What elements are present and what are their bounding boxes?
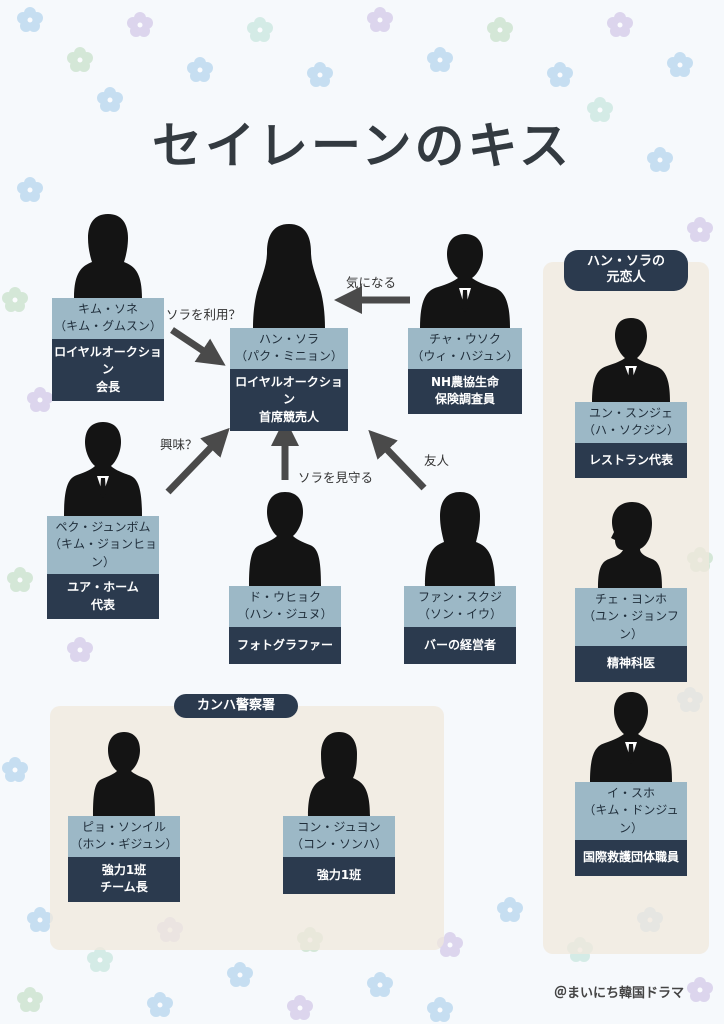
character-role: 国際救護団体職員	[575, 840, 687, 876]
woman-long-hair-silhouette-icon	[253, 224, 325, 328]
character-actor: （コン・ソンハ）	[290, 837, 387, 852]
character-actor: （パク・ミニョン）	[235, 349, 343, 364]
character-kim-sone: キム・ソネ （キム・グムスン） ロイヤルオークション 会長	[52, 212, 164, 401]
character-role: ロイヤルオークション 会長	[52, 338, 164, 401]
relation-label-fan-to-han: 友人	[424, 453, 450, 468]
character-role: 強力1班 チーム長	[68, 856, 180, 902]
character-actor: （ハ・ソクジン）	[582, 423, 679, 438]
character-pyo: ピョ・ソンイル （ホン・ギジュン） 強力1班 チーム長	[68, 730, 180, 902]
relation-label-kim-to-han: ソラを利用？	[166, 307, 242, 322]
character-cha-usok: チャ・ウソク （ウィ・ハジュン） NH農協生命 保険調査員	[408, 230, 522, 414]
character-role: 強力1班	[283, 856, 395, 895]
relation-label-do-to-han: ソラを見守る	[298, 470, 374, 485]
character-role: NH農協生命 保険調査員	[408, 368, 522, 414]
character-actor: （ハン・ジュヌ）	[237, 607, 333, 622]
character-do-uhyok: ド・ウヒョク （ハン・ジュヌ） フォトグラファー	[229, 490, 341, 665]
police-group-label: カンハ警察署	[174, 694, 298, 719]
page-title: セイレーンのキス	[152, 117, 572, 175]
character-role: ロイヤルオークション 首席競売人	[230, 368, 348, 431]
man-suit-silhouette-icon	[592, 318, 670, 402]
character-actor: （キム・グムスン）	[54, 319, 162, 334]
character-han-sora: ハン・ソラ （パク・ミニョン） ロイヤルオークション 首席競売人	[230, 222, 348, 431]
character-che: チェ・ヨンホ （ユン・ジョンフン） 精神科医	[575, 500, 687, 682]
character-fan-sukji: ファン・スクジ （ソン・イウ） バーの経営者	[404, 490, 516, 665]
character-actor: （ユン・ジョンフン）	[583, 609, 679, 641]
character-actor: （ソン・イウ）	[417, 607, 502, 622]
relation-label-baek-to-han: 興味？	[160, 437, 198, 452]
character-name: ハン・ソラ	[258, 332, 319, 346]
character-name: キム・ソネ	[77, 302, 138, 316]
character-lee: イ・スホ （キム・ドンジュン） 国際救護団体職員	[575, 690, 687, 876]
character-role: フォトグラファー	[229, 626, 341, 665]
man-suit-silhouette-icon	[420, 234, 510, 328]
man-profile-silhouette-icon	[598, 502, 662, 588]
character-role: レストラン代表	[575, 442, 687, 479]
character-actor: （ウィ・ハジュン）	[411, 349, 519, 364]
character-yun: ユン・スンジェ （ハ・ソクジン） レストラン代表	[575, 316, 687, 479]
character-baek: ペク・ジュンボム （キム・ジョンヒョン） ユア・ホーム 代表	[47, 420, 159, 619]
character-name: ファン・スクジ	[417, 590, 502, 604]
man-suit-silhouette-icon	[590, 692, 672, 782]
character-kon: コン・ジュヨン （コン・ソンハ） 強力1班	[283, 730, 395, 895]
woman-silhouette-icon	[425, 492, 495, 586]
character-name: コン・ジュヨン	[297, 820, 381, 834]
character-name: チェ・ヨンホ	[594, 592, 667, 606]
character-name: ピョ・ソンイル	[81, 820, 166, 834]
character-role: 精神科医	[575, 646, 687, 682]
character-role: バーの経営者	[404, 626, 516, 665]
character-actor: （キム・ドンジュン）	[583, 803, 679, 835]
character-role: ユア・ホーム 代表	[47, 574, 159, 619]
man-silhouette-icon	[93, 732, 155, 816]
character-name: ド・ウヒョク	[248, 590, 321, 604]
character-actor: （ホン・ギジュン）	[70, 837, 178, 852]
character-name: イ・スホ	[606, 786, 655, 800]
credit-text: ＠まいにち韓国ドラマ	[553, 986, 684, 1001]
woman-silhouette-icon	[74, 214, 142, 298]
character-name: ペク・ジュンボム	[55, 520, 151, 534]
man-silhouette-icon	[249, 492, 321, 586]
character-actor: （キム・ジョンヒョン）	[49, 537, 158, 569]
woman-silhouette-icon	[308, 732, 370, 816]
relation-label-cha-to-han: 気になる	[346, 275, 397, 290]
character-name: チャ・ウソク	[429, 332, 501, 346]
man-suit-silhouette-icon	[64, 422, 142, 516]
character-name: ユン・スンジェ	[588, 406, 673, 420]
exes-group-label: ハン・ソラの 元恋人	[564, 250, 688, 291]
